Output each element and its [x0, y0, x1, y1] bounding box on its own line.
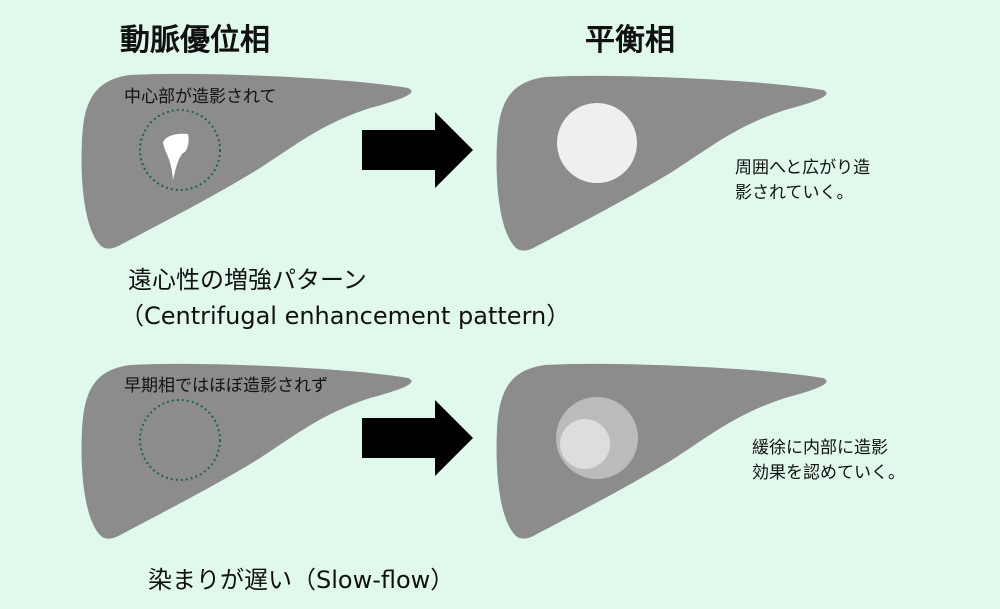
lesion-inner-row2 [560, 419, 610, 469]
lesion-outline-row1 [139, 109, 221, 191]
caption-row1-line1: 遠心性の増強パターン [128, 266, 367, 294]
note-arterial-row1: 中心部が造影されて [124, 87, 277, 107]
arrow-row2 [362, 400, 473, 476]
central-enhancement [163, 133, 189, 180]
note-equilibrium-row1-line2: 影されていく。 [735, 183, 854, 203]
caption-row1-line2: （Centrifugal enhancement pattern） [120, 302, 571, 330]
lesion-outline-row2 [139, 399, 221, 481]
arrow-row1 [362, 112, 473, 188]
note-equilibrium-row1-line1: 周囲へと広がり造 [735, 158, 871, 178]
lesion-enhanced-row1 [557, 103, 637, 183]
note-arterial-row2: 早期相ではほぼ造影されず [124, 376, 328, 396]
caption-row2: 染まりが遅い（Slow-flow） [148, 566, 455, 594]
note-equilibrium-row2-line1: 緩徐に内部に造影 [752, 438, 888, 458]
note-equilibrium-row2-line2: 効果を認めていく。 [752, 463, 905, 483]
header-equilibrium: 平衡相 [585, 23, 675, 58]
header-arterial: 動脈優位相 [120, 23, 270, 58]
